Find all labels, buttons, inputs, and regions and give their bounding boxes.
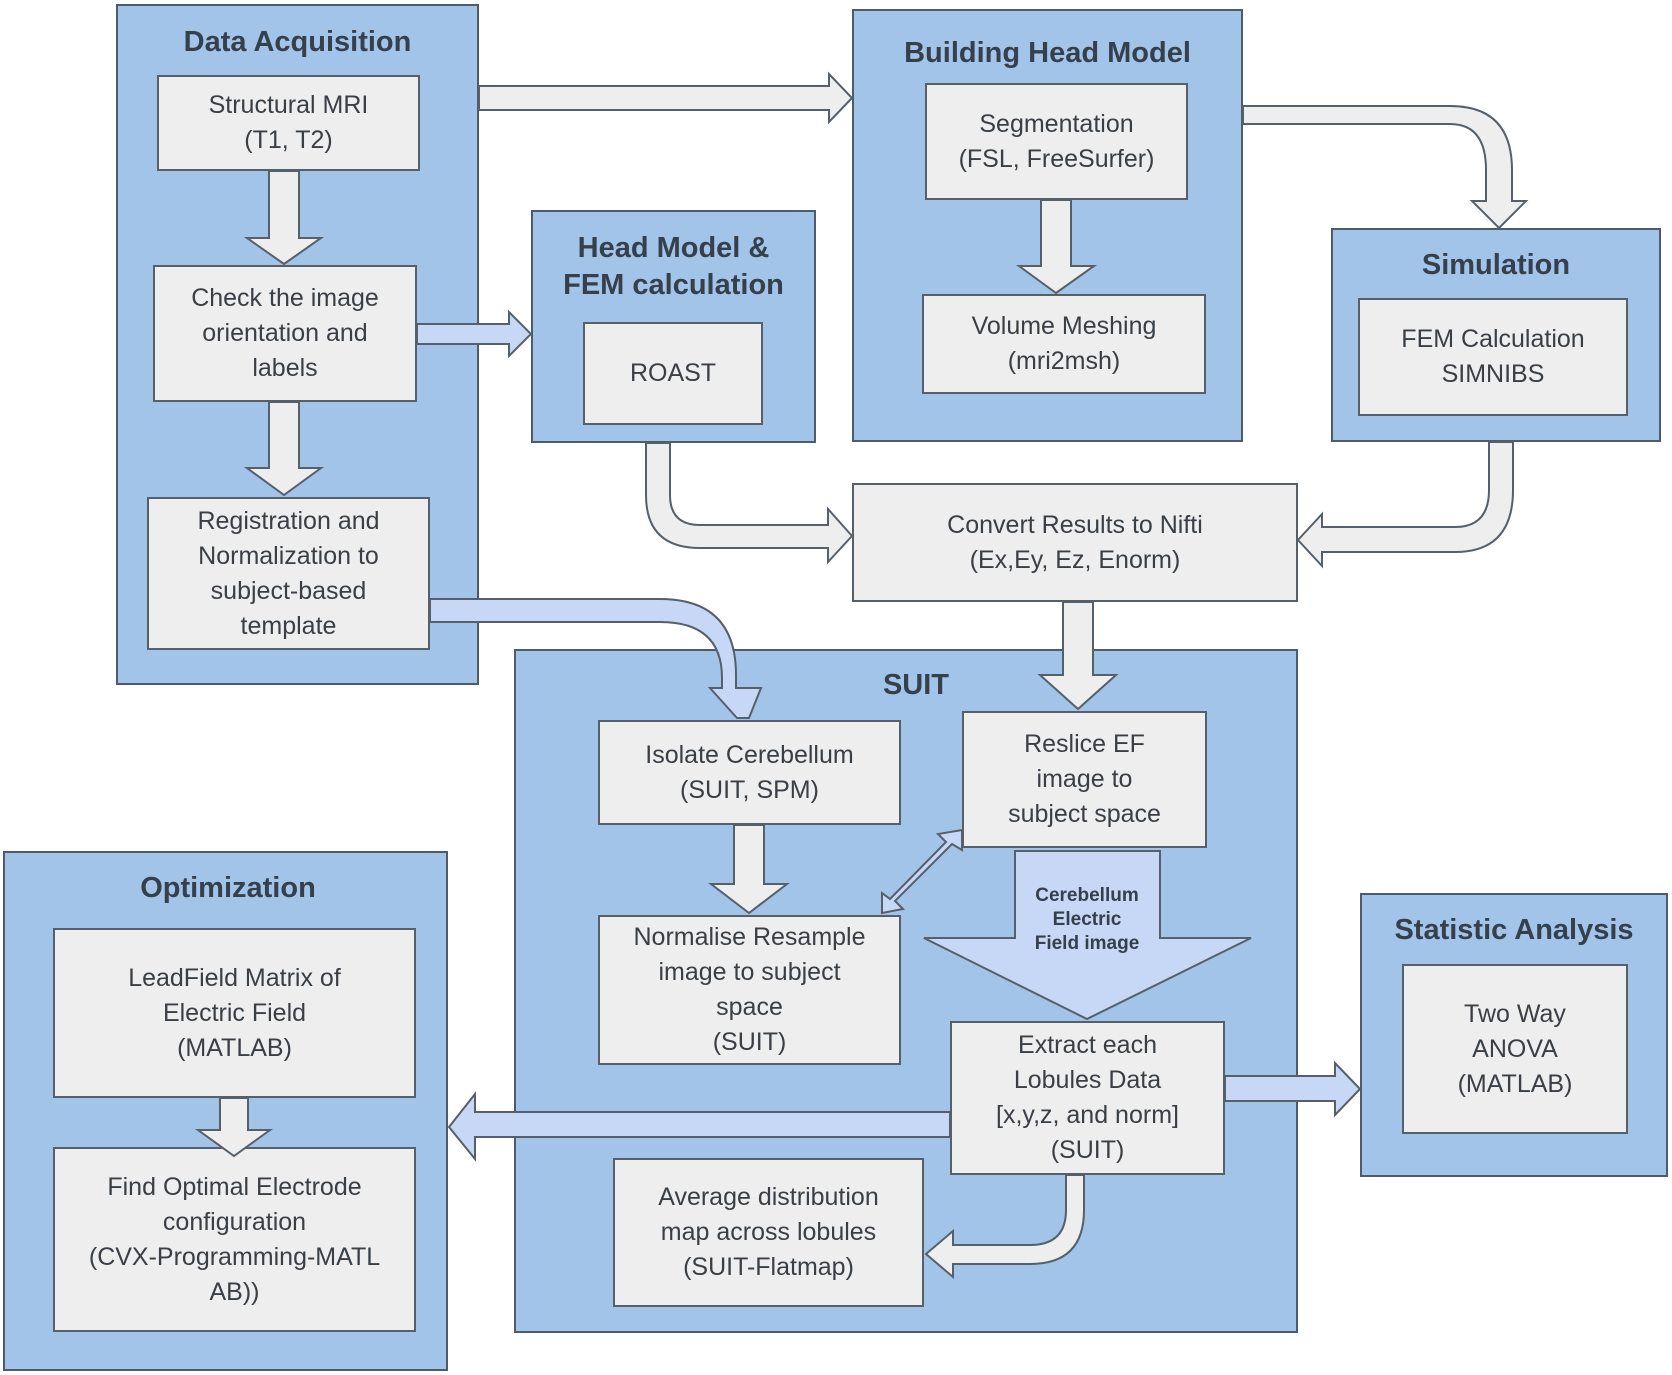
box-roast: ROAST bbox=[583, 322, 763, 425]
box-fem-simnibs: FEM Calculation SIMNIBS bbox=[1358, 298, 1628, 416]
group-title-simulation: Simulation bbox=[1421, 249, 1571, 281]
box-normalise-resample: Normalise Resample image to subject spac… bbox=[598, 915, 901, 1065]
group-title-statistic-analysis: Statistic Analysis bbox=[1394, 914, 1634, 946]
group-title-data-acquisition: Data Acquisition bbox=[183, 26, 412, 58]
box-two-way-anova: Two Way ANOVA (MATLAB) bbox=[1402, 964, 1628, 1134]
group-title-building-head-model: Building Head Model bbox=[904, 37, 1191, 69]
group-title-optimization: Optimization bbox=[140, 872, 316, 904]
box-extract-lobules: Extract each Lobules Data [x,y,z, and no… bbox=[950, 1021, 1225, 1175]
group-title-suit: SUIT bbox=[882, 669, 950, 701]
box-average-distribution: Average distribution map across lobules … bbox=[613, 1158, 924, 1307]
arrow-acquisition-to-head-model bbox=[478, 71, 854, 125]
box-volume-meshing: Volume Meshing (mri2msh) bbox=[922, 294, 1206, 394]
box-structural-mri: Structural MRI (T1, T2) bbox=[157, 75, 420, 171]
box-segmentation: Segmentation (FSL, FreeSurfer) bbox=[925, 83, 1188, 200]
arrow-simulation-to-convert bbox=[1296, 441, 1514, 569]
box-reslice-ef: Reslice EF image to subject space bbox=[962, 711, 1207, 848]
box-isolate-cerebellum: Isolate Cerebellum (SUIT, SPM) bbox=[598, 720, 901, 825]
arrow-head-model-to-simulation bbox=[1242, 105, 1529, 230]
box-registration: Registration and Normalization to subjec… bbox=[147, 497, 430, 650]
group-title-head-model-fem: Head Model & FEM calculation bbox=[563, 232, 784, 301]
arrow-roast-to-convert bbox=[645, 442, 854, 565]
box-check-orientation: Check the image orientation and labels bbox=[153, 265, 417, 402]
box-find-optimal: Find Optimal Electrode configuration (CV… bbox=[53, 1147, 416, 1332]
box-convert-nifti: Convert Results to Nifti (Ex,Ey, Ez, Eno… bbox=[852, 483, 1298, 602]
box-leadfield: LeadField Matrix of Electric Field (MATL… bbox=[53, 928, 416, 1098]
